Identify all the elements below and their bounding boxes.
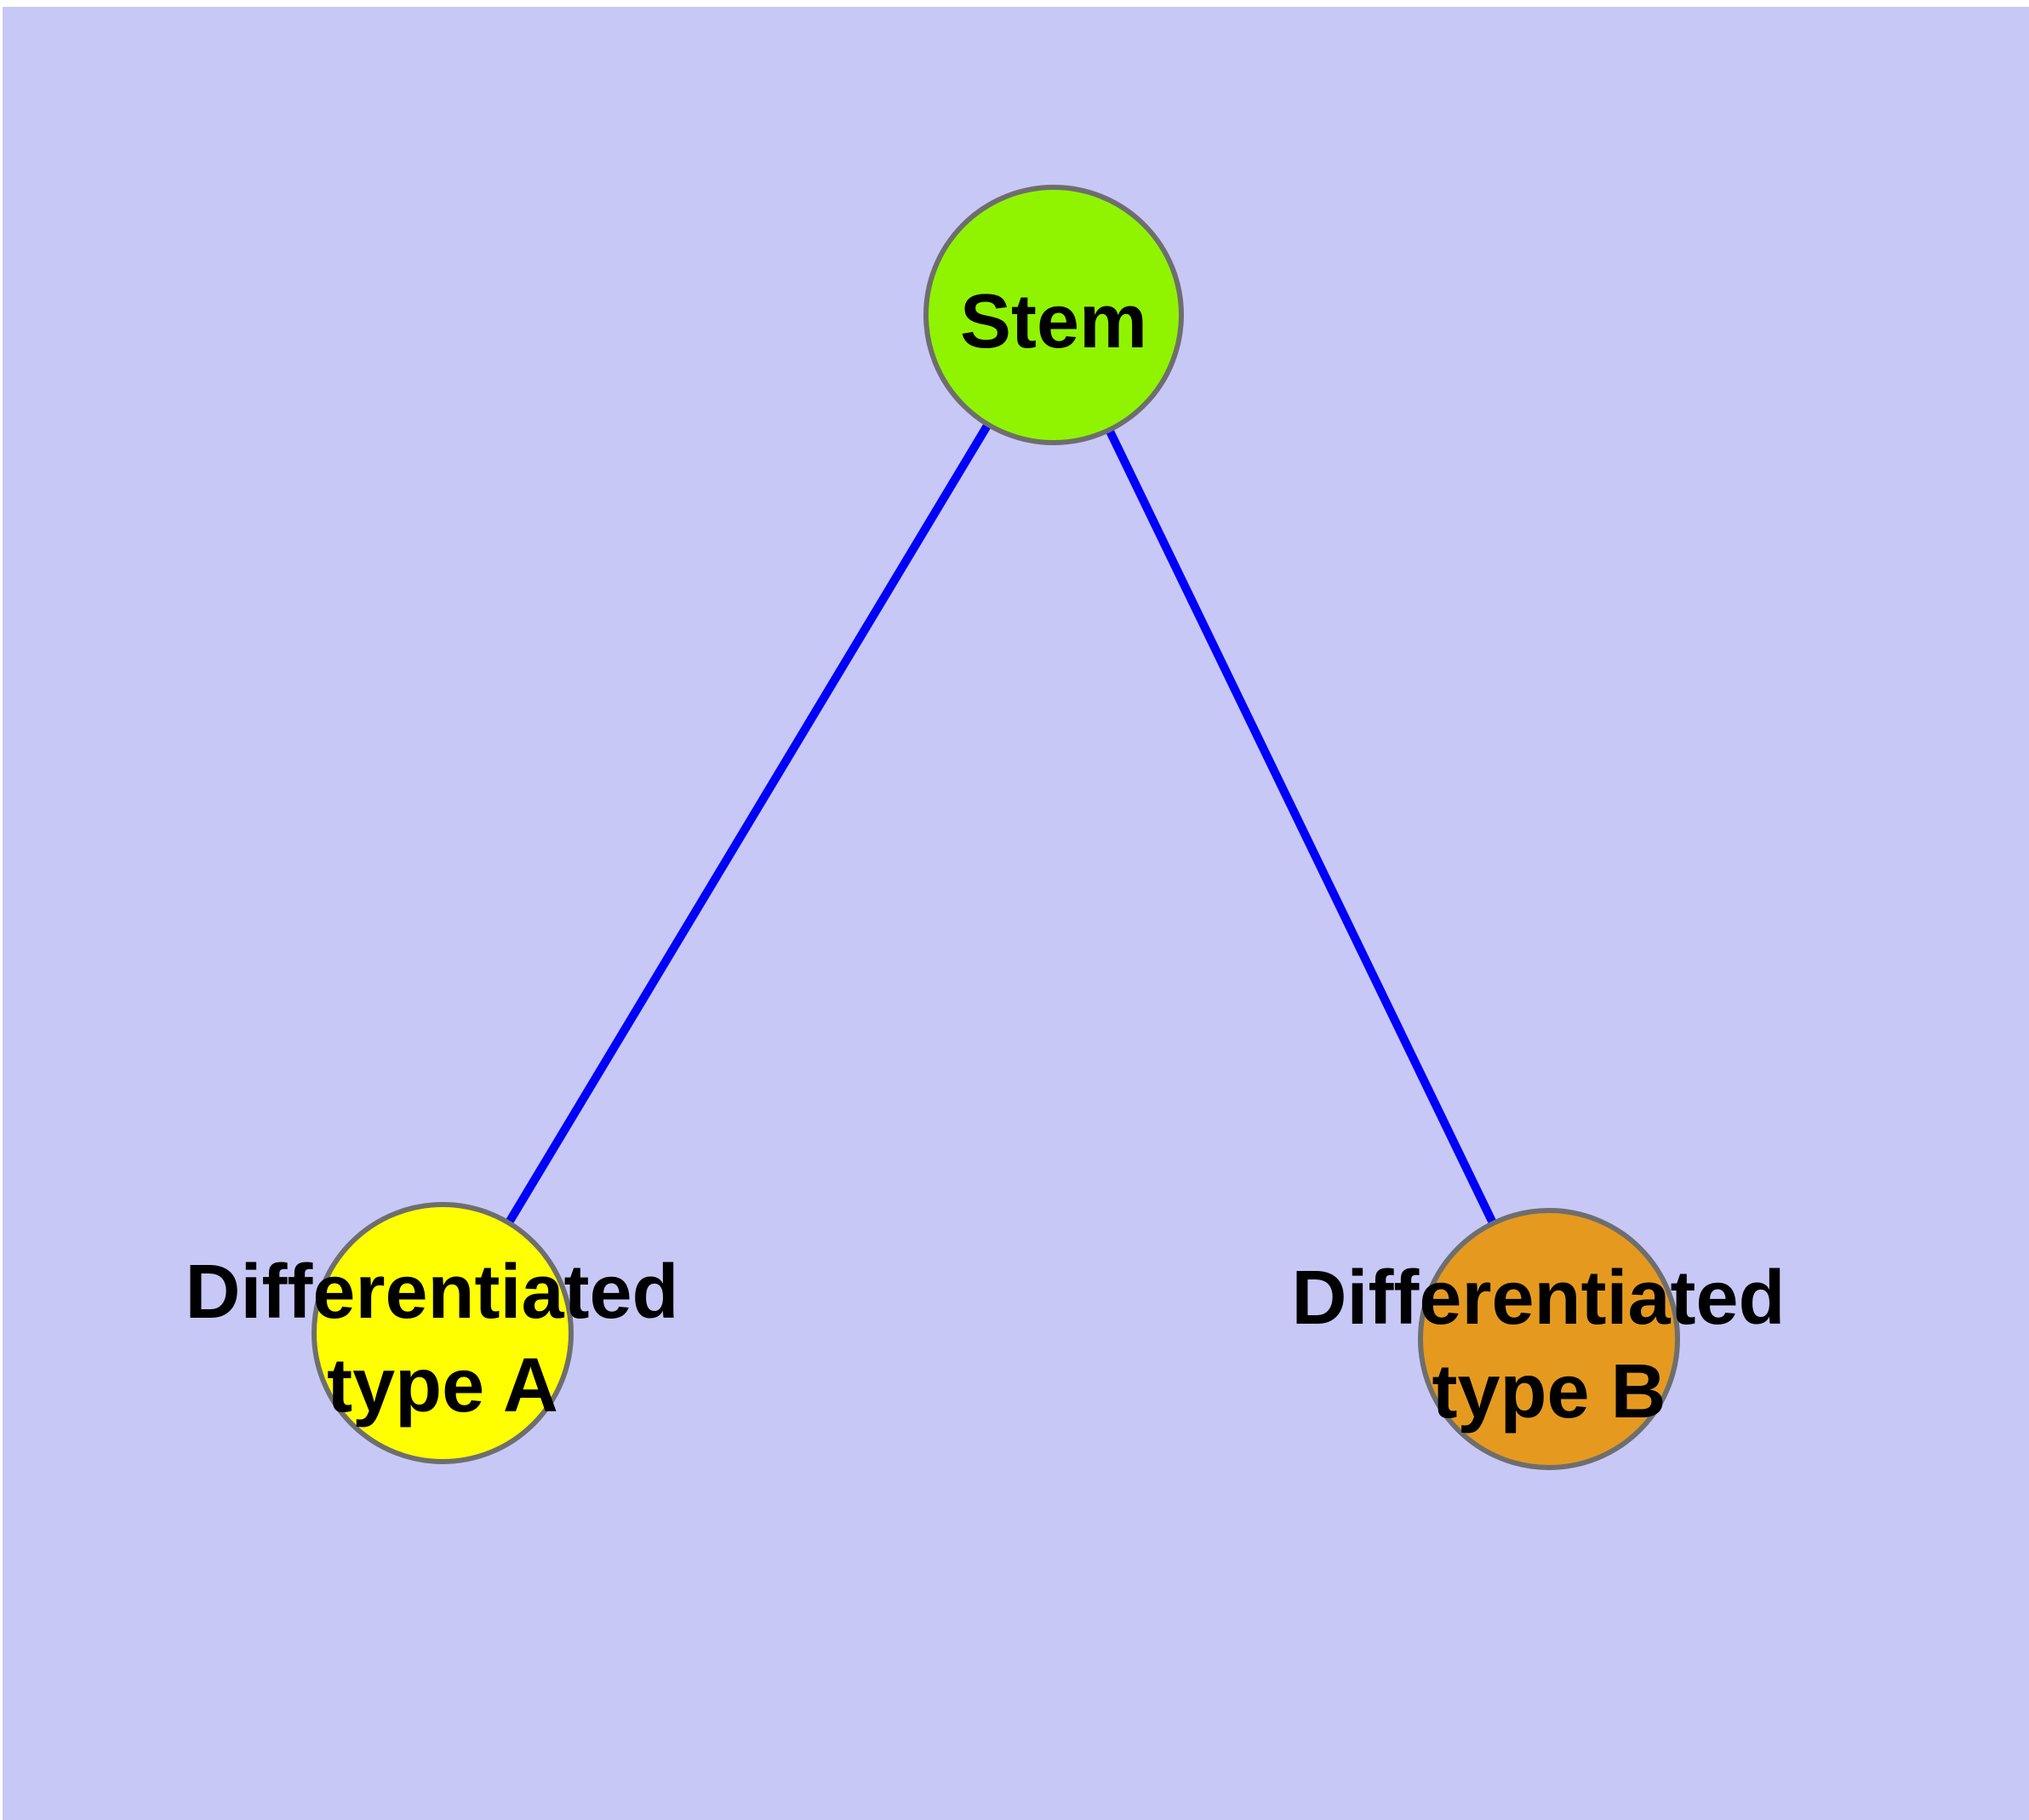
node-circle-differentiated-type-b <box>1418 1208 1680 1470</box>
edge-stem-to-type-b <box>1049 312 1553 1342</box>
node-label-differentiated-type-a: Differentiated type A <box>185 1250 700 1428</box>
node-label-stem: Stem <box>960 279 1147 364</box>
edge-stem-to-type-a <box>438 312 1058 1336</box>
node-label-line: type A <box>327 1343 558 1428</box>
edge-layer <box>438 312 1553 1342</box>
node-label-line: Differentiated <box>185 1250 678 1335</box>
node-label-line: type B <box>1432 1349 1666 1434</box>
node-circle-stem <box>923 185 1184 445</box>
node-label-line: Differentiated <box>1291 1256 1785 1341</box>
node-layer <box>311 185 1680 1470</box>
label-layer: Stem Differentiated type A Differentiate… <box>185 279 1806 1434</box>
node-label-differentiated-type-b: Differentiated type B <box>1291 1256 1806 1434</box>
node-circle-differentiated-type-a <box>311 1202 574 1464</box>
